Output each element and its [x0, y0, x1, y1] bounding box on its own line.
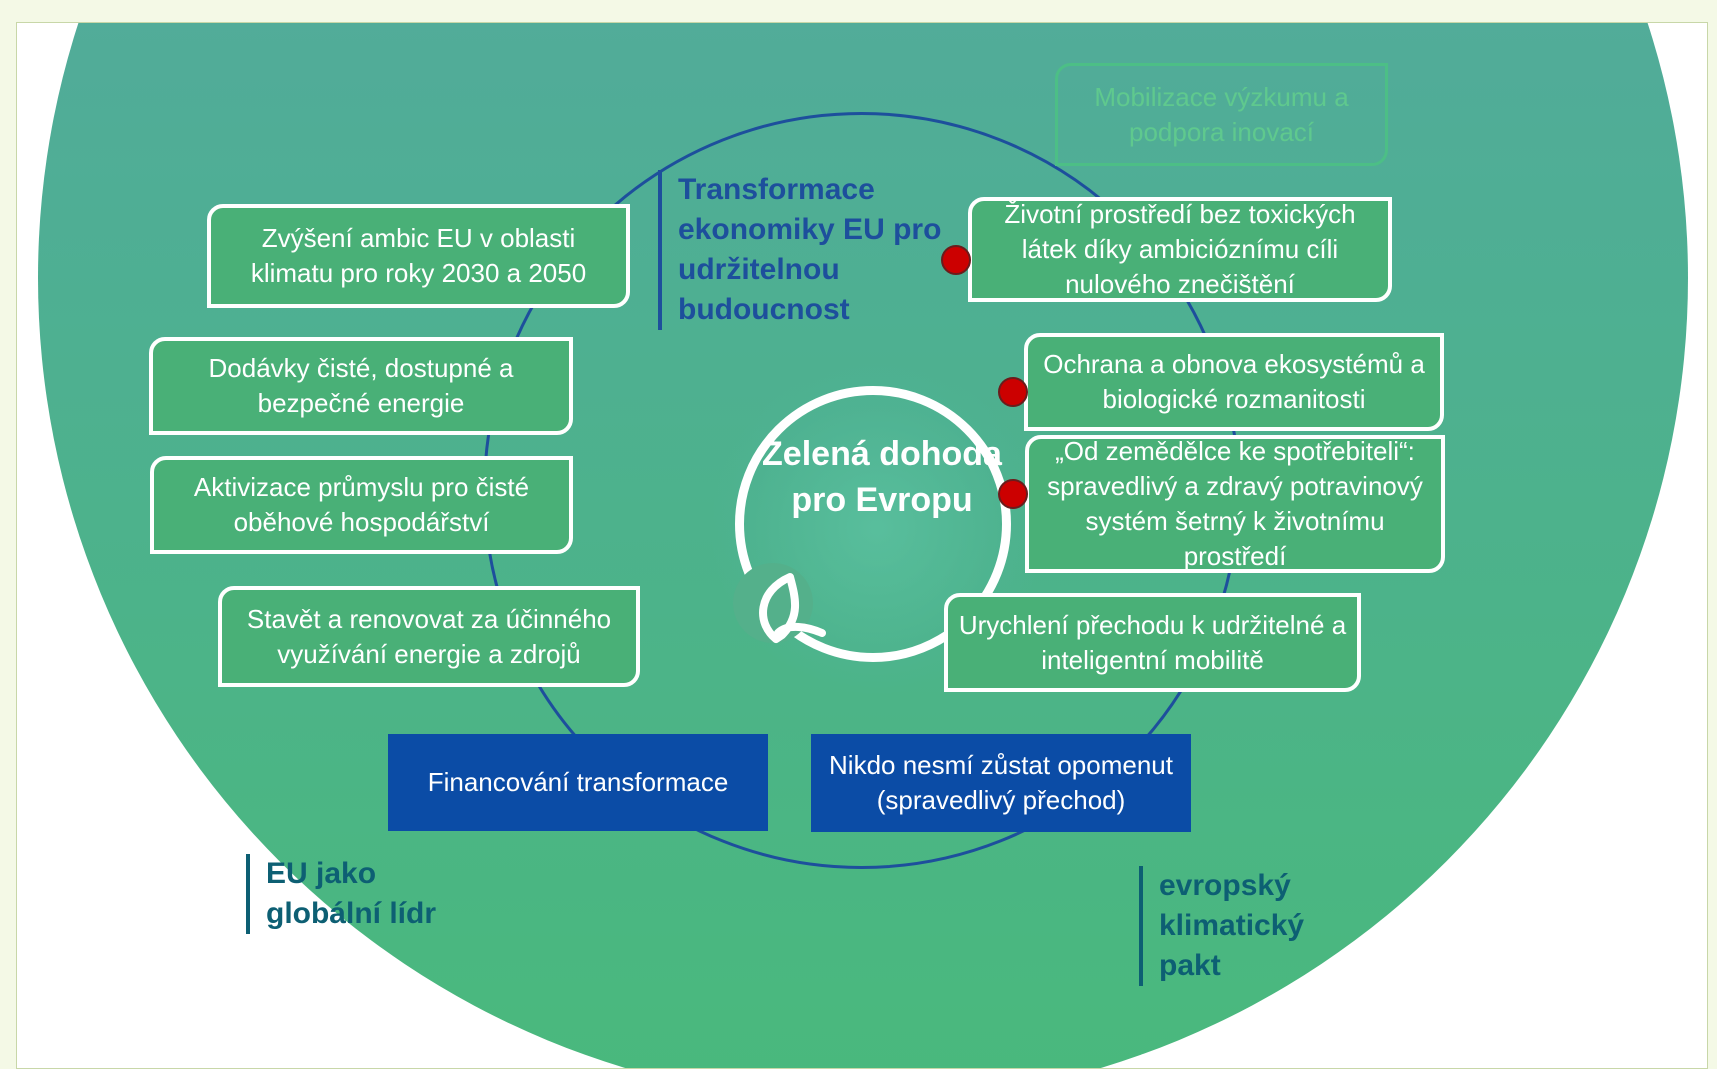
box-clean-energy: Dodávky čisté, dostupné a bezpečné energ…	[149, 337, 573, 435]
box-climate-ambition: Zvýšení ambic EU v oblasti klimatu pro r…	[207, 204, 630, 308]
box-farm-to-fork: „Od zemědělce ke spotřebiteli“: spravedl…	[1025, 435, 1445, 573]
heading-global-leader: EU jako globální lídr	[246, 854, 466, 934]
box-circular-industry: Aktivizace průmyslu pro čisté oběhové ho…	[150, 456, 573, 554]
center-ring	[735, 386, 1011, 662]
box-building-renovation: Stavět a renovovat za účinného využívání…	[218, 586, 640, 687]
red-marker	[998, 377, 1028, 407]
box-just-transition: Nikdo nesmí zůstat opomenut (spravedlivý…	[811, 734, 1191, 832]
box-ecosystems: Ochrana a obnova ekosystémů a biologické…	[1024, 333, 1444, 431]
center-title: Zelená dohoda pro Evropu	[762, 435, 1002, 519]
leaf-icon	[759, 573, 826, 643]
box-research-innovation: Mobilizace výzkumu a podpora inovací	[1055, 63, 1388, 166]
red-marker	[998, 479, 1028, 509]
box-financing: Financování transformace	[388, 734, 768, 831]
box-mobility: Urychlení přechodu k udržitelné a inteli…	[944, 593, 1361, 692]
heading-transformation: Transformace ekonomiky EU pro udržitelno…	[658, 170, 978, 330]
red-marker	[941, 245, 971, 275]
heading-climate-pact: evropský klimatický pakt	[1139, 866, 1359, 986]
slide-frame: Zelená dohoda pro Evropu Transformace ek…	[16, 22, 1708, 1069]
box-zero-pollution: Životní prostředí bez toxických látek dí…	[968, 197, 1392, 302]
